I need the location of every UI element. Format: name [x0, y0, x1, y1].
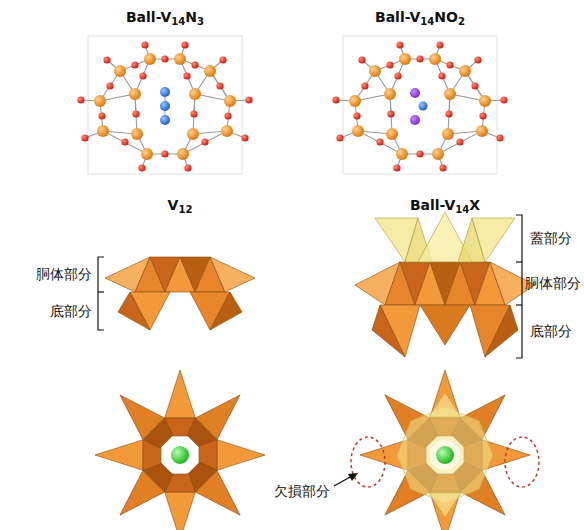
part-label: 底部分	[50, 303, 92, 320]
part-label: 蓋部分	[530, 230, 572, 247]
structure-title: Ball-V14NO2	[375, 9, 465, 26]
callout-label: 欠損部分	[274, 483, 330, 500]
part-label: 胴体部分	[36, 266, 92, 283]
part-label: 底部分	[530, 323, 572, 340]
part-label: 胴体部分	[525, 275, 581, 292]
structure-title: Ball-V14X	[410, 197, 480, 214]
structure-title: Ball-V14N3	[126, 9, 204, 26]
structure-title: V12	[168, 197, 193, 214]
